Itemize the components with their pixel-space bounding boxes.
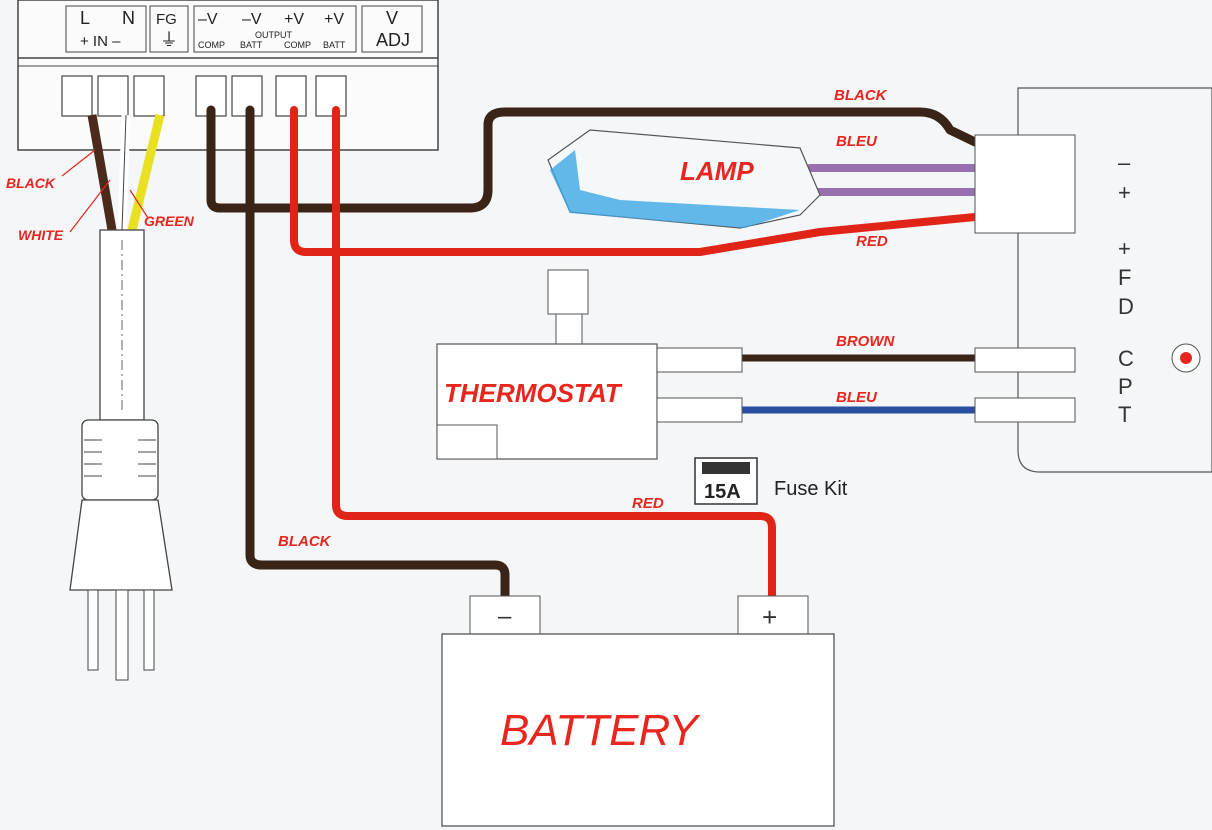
controller-p: P [1118, 374, 1133, 399]
controller-f: F [1118, 265, 1131, 290]
battery: – + BATTERY [441, 595, 835, 827]
mains-green-label: GREEN [144, 213, 195, 229]
controller-c: C [1118, 346, 1134, 371]
power-supply: L N + IN – FG ⏚ –V COMP –V BATT +V COMP … [17, 0, 439, 151]
battery-pos-label: + [762, 602, 777, 632]
terminal-vadj-sub: ADJ [376, 30, 410, 50]
mains-cord [69, 113, 173, 681]
lamp-black-label: BLACK [834, 87, 888, 104]
wire-labels: BLACK WHITE GREEN BLACK BLEU RED BROWN B… [6, 87, 895, 550]
terminal-negv-comp-sub: COMP [198, 40, 225, 50]
terminal-posv-comp-label: +V [284, 11, 304, 28]
terminal-negv-batt-sub: BATT [240, 40, 263, 50]
terminal-l-label: L [80, 8, 90, 28]
controller-plus-1: + [1118, 180, 1131, 205]
thermostat: THERMOSTAT [436, 269, 743, 460]
wires [206, 105, 980, 605]
thermo-brown-label: BROWN [836, 333, 895, 350]
terminal-n-label: N [122, 8, 135, 28]
input-label: + IN – [80, 33, 121, 50]
fuse: 15A Fuse Kit [694, 457, 848, 505]
fuse-kit-label: Fuse Kit [774, 478, 848, 500]
terminal-negv-comp-label: –V [198, 11, 218, 28]
fuse-rating: 15A [704, 481, 741, 503]
mains-black-label: BLACK [6, 175, 56, 191]
thermo-bleu-label: BLEU [836, 389, 878, 406]
ground-icon: ⏚ [160, 30, 178, 50]
screw-terminals [61, 75, 347, 117]
terminal-vadj-label: V [386, 8, 398, 28]
battery-red-label: RED [632, 495, 664, 512]
mains-white-label: WHITE [18, 227, 64, 243]
battery-neg-label: – [498, 603, 512, 630]
output-label: OUTPUT [255, 30, 293, 40]
controller-t: T [1118, 402, 1131, 427]
label-pointers [61, 149, 149, 233]
battery-label: BATTERY [500, 706, 701, 755]
battery-black-label: BLACK [278, 533, 332, 550]
terminal-posv-comp-sub: COMP [284, 40, 311, 50]
controller-plus-2: + [1118, 236, 1131, 261]
lamp-bleu-label: BLEU [836, 133, 878, 150]
lamp-red-label: RED [856, 233, 888, 250]
terminal-posv-batt-label: +V [324, 11, 344, 28]
terminal-negv-batt-label: –V [242, 11, 262, 28]
lamp: LAMP [547, 129, 821, 229]
terminal-posv-batt-sub: BATT [323, 40, 346, 50]
terminal-fg-label: FG [156, 11, 177, 28]
thermostat-label: THERMOSTAT [444, 378, 623, 408]
controller-d: D [1118, 294, 1134, 319]
controller: – + + F D C P T [974, 87, 1212, 473]
lamp-label: LAMP [680, 156, 754, 186]
controller-minus: – [1118, 150, 1131, 175]
